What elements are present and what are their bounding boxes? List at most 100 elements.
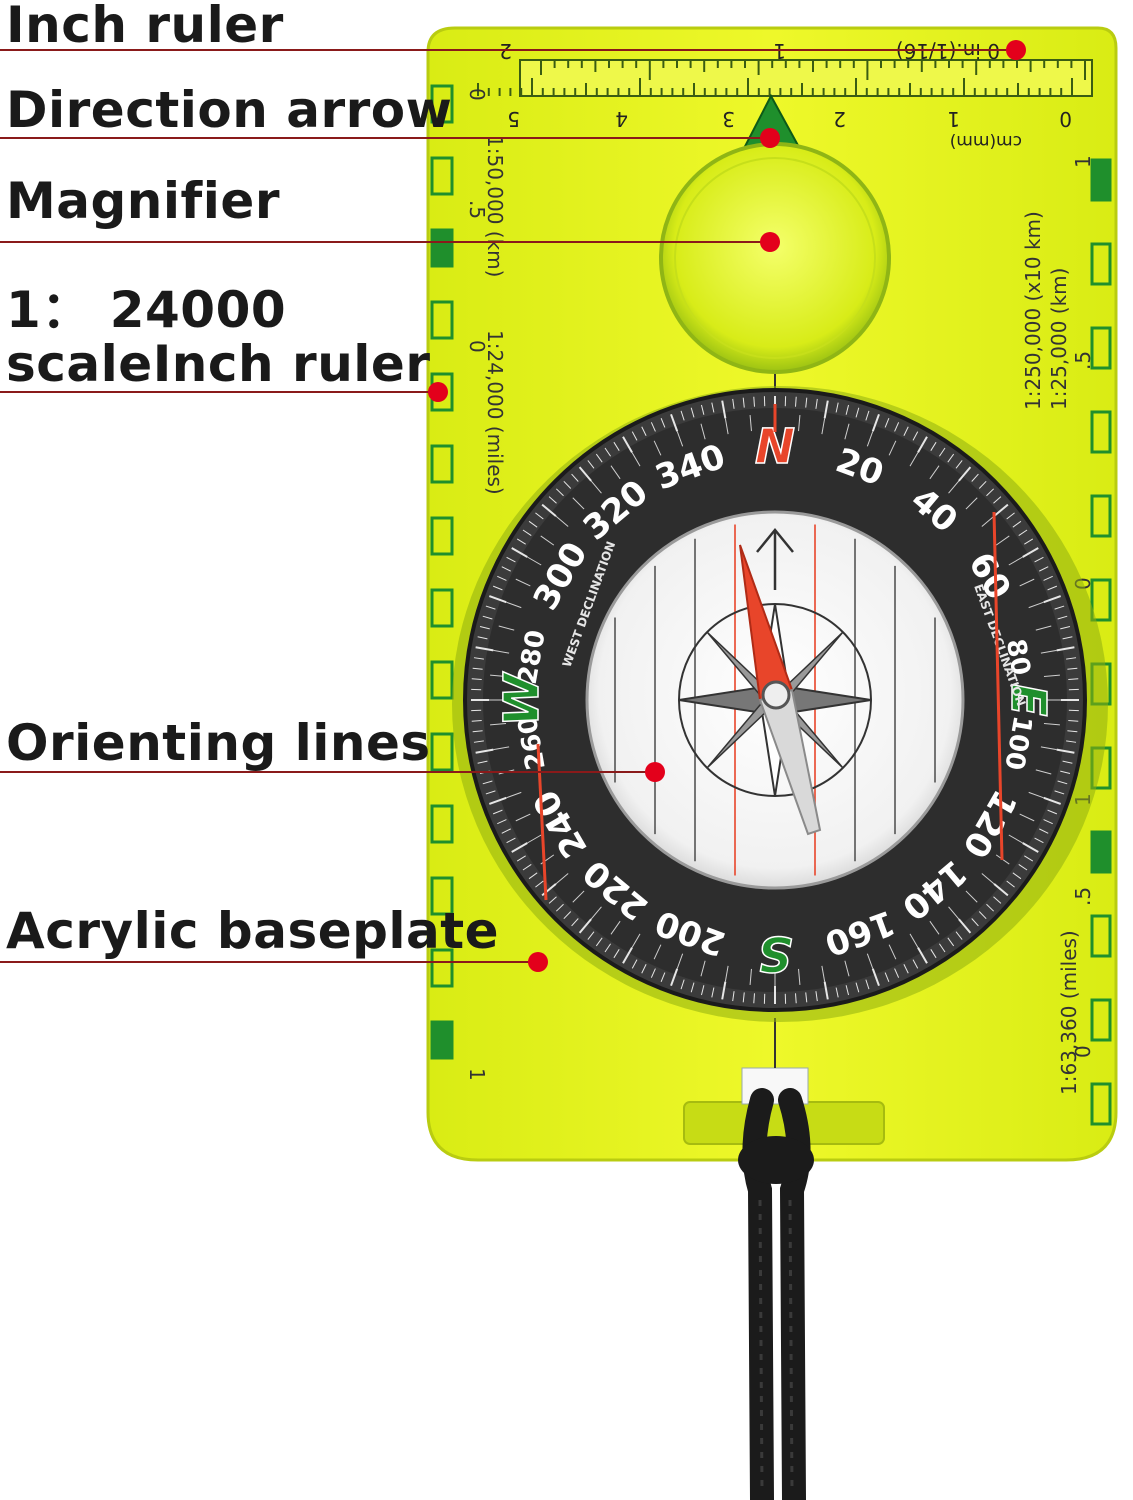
callout-label-magnifier: Magnifier [6, 172, 280, 230]
bezel-tick [821, 418, 826, 435]
bezel-tick [823, 400, 829, 419]
bezel-tick [912, 431, 919, 441]
bezel-tick [1068, 720, 1079, 722]
bezel-tick [497, 575, 507, 581]
bezel-tick [610, 920, 621, 935]
bezel-tick [653, 944, 662, 960]
bezel-tick [1054, 790, 1065, 795]
bezel-tick [613, 949, 620, 959]
bezel-tick [501, 828, 511, 834]
bezel-tick [823, 981, 829, 1000]
callout-dot-orienting-lines [645, 762, 665, 782]
left-scale-box [430, 300, 454, 340]
bezel-tick [1035, 625, 1052, 631]
bezel-tick [572, 890, 585, 903]
needle-pivot [761, 680, 791, 710]
magnifier [659, 142, 891, 374]
bezel-tick [548, 896, 557, 904]
bezel-tick [578, 918, 592, 934]
bezel-tick [912, 959, 919, 969]
bezel-tick [641, 964, 647, 974]
bezel-tick [641, 426, 647, 436]
magnifier-lens [659, 142, 891, 374]
bezel-tick [660, 972, 666, 983]
bezel-tick [563, 480, 572, 489]
bezel-tick [488, 796, 507, 805]
bezel-tick [1068, 678, 1079, 680]
bezel-tick [604, 943, 612, 953]
bezel-tick [929, 465, 940, 480]
bezel-tick [660, 417, 666, 428]
left-scale-box [430, 444, 454, 484]
bezel-tick [805, 992, 808, 1003]
bezel-tick [541, 503, 557, 517]
bezel-tick [855, 407, 860, 418]
right-scale-box [1090, 914, 1112, 958]
bezel-tick [700, 404, 705, 415]
bezel-tick [894, 968, 900, 978]
bezel-tick [631, 452, 641, 467]
bezel-tick [572, 497, 585, 510]
bezel-cardinal-w: W [494, 671, 550, 726]
cm-number: 2 [833, 107, 846, 131]
bezel-tick [690, 407, 695, 418]
bezel-tick [522, 529, 532, 537]
bezel-tick [493, 649, 510, 654]
bezel-tick [884, 417, 890, 428]
inch-ruler-ticks [477, 60, 1086, 96]
bezel-tick [482, 780, 493, 785]
right-scale-box [1090, 998, 1112, 1042]
bezel-tick [528, 872, 538, 880]
bezel-tick [1012, 872, 1022, 880]
bezel-tick [482, 615, 493, 620]
bezel-tick [894, 422, 900, 432]
scale-250000: 1:250,000 (x10 km) [1021, 211, 1045, 410]
scale-mark: .5 [1071, 887, 1095, 906]
bezel-tick [724, 418, 729, 435]
bezel-tick [955, 460, 963, 469]
magnifier-rim [674, 157, 876, 359]
cm-number: 3 [722, 107, 735, 131]
bezel-tick [506, 556, 516, 563]
callout-dot-magnifier [760, 232, 780, 252]
bezel-tick [528, 520, 538, 528]
bezel-tick [1066, 740, 1077, 743]
bezel-tick [613, 441, 620, 451]
bezel-tick [929, 920, 940, 935]
lanyard [738, 1088, 814, 1500]
bezel-tick [815, 398, 818, 409]
bezel-tick [1062, 760, 1073, 764]
bezel-tick [479, 625, 490, 630]
orienting-arrow [756, 528, 794, 590]
cm-unit: cm(mm) [950, 131, 1022, 151]
left-scale-box [430, 732, 454, 772]
bezel-tick [821, 965, 826, 982]
bezel-tick [473, 657, 484, 660]
bezel-tick [555, 488, 564, 497]
bezel-tick [866, 953, 874, 969]
bezel-tick [978, 480, 987, 489]
bezel-tick [1043, 595, 1062, 604]
bezel-tick [888, 944, 897, 960]
scale-mark: 1 [465, 1068, 489, 1081]
bezel-tick [511, 547, 528, 558]
bezel-tick [753, 993, 755, 1004]
bezel-tick [742, 992, 745, 1003]
bezel-tick [993, 496, 1002, 504]
bezel-tick [700, 985, 705, 996]
bezel-tick [477, 760, 488, 764]
bezel-tick [1040, 649, 1057, 654]
bezel-tick [958, 918, 972, 934]
bezel-tick [1060, 625, 1071, 630]
bezel-tick [587, 931, 595, 940]
bezel-tick [516, 855, 526, 862]
bezel-tick [485, 790, 496, 795]
bezel-tick [749, 968, 752, 985]
bezel-tick [986, 488, 995, 497]
bezel-tick [1060, 770, 1071, 775]
bezel-tick [1006, 512, 1015, 520]
bezel-tick [815, 991, 818, 1002]
bezel-tick [835, 402, 839, 413]
bezel-tick [724, 965, 729, 982]
bezel-tick [670, 968, 679, 987]
